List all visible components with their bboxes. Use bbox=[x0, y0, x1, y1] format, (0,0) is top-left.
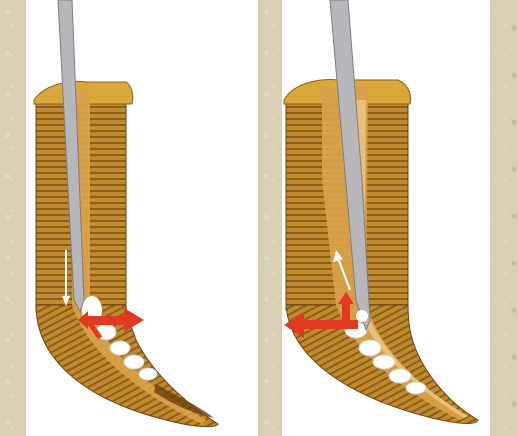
left-tooth-illustration bbox=[26, 0, 258, 436]
right-tooth-illustration bbox=[282, 0, 490, 436]
left-diagram-panel bbox=[26, 0, 258, 436]
right-diagram-panel bbox=[282, 0, 490, 436]
